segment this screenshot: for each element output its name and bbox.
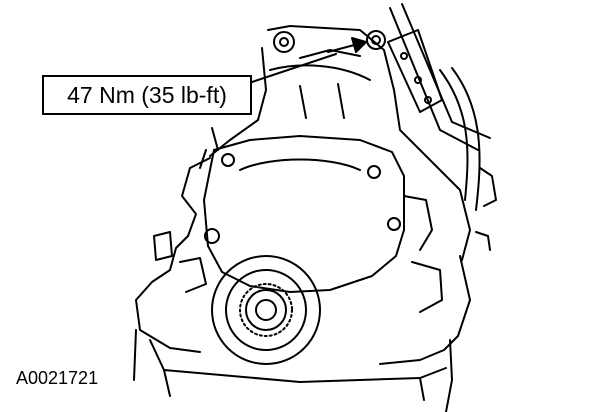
housing-ribs [153, 167, 497, 313]
oil-pan [149, 339, 447, 401]
engine-housing [133, 25, 471, 412]
output-flange [211, 255, 321, 365]
support-bracket [387, 3, 491, 211]
torque-callout-box: 47 Nm (35 lb-ft) [42, 75, 252, 115]
bolt [366, 30, 386, 50]
figure-id-label: A0021721 [16, 368, 99, 388]
upper-boss [273, 31, 295, 53]
torque-arrow [327, 37, 367, 53]
torque-callout-label: 47 Nm (35 lb-ft) [67, 82, 227, 108]
bell-housing-cover [203, 135, 405, 293]
callout-leader-line [251, 53, 337, 83]
